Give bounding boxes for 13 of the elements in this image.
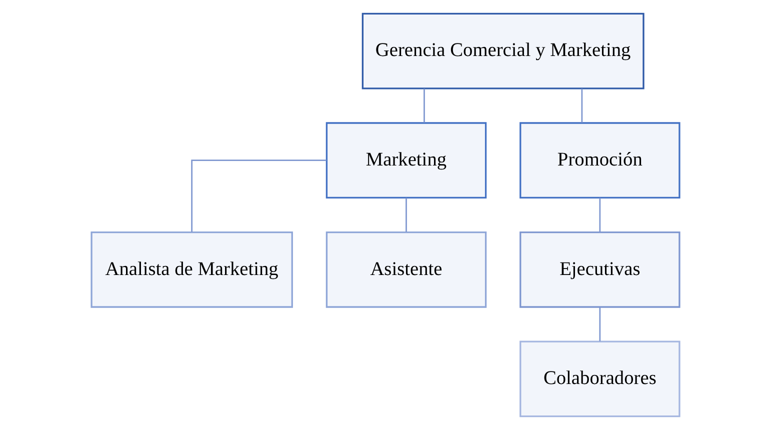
node-box: Asistente bbox=[326, 231, 487, 308]
node-box: Marketing bbox=[326, 122, 487, 199]
connector bbox=[191, 160, 326, 232]
node-box: Colaboradores bbox=[520, 340, 680, 418]
connector bbox=[581, 88, 583, 123]
connector bbox=[424, 88, 425, 123]
connector bbox=[599, 198, 601, 232]
connector bbox=[406, 198, 407, 232]
node-box: Analista de Marketing bbox=[90, 231, 293, 308]
node-box: Gerencia Comercial y Marketing bbox=[362, 12, 644, 90]
node-box: Promoción bbox=[520, 122, 680, 199]
node-box: Ejecutivas bbox=[520, 231, 680, 308]
connector bbox=[599, 307, 601, 342]
